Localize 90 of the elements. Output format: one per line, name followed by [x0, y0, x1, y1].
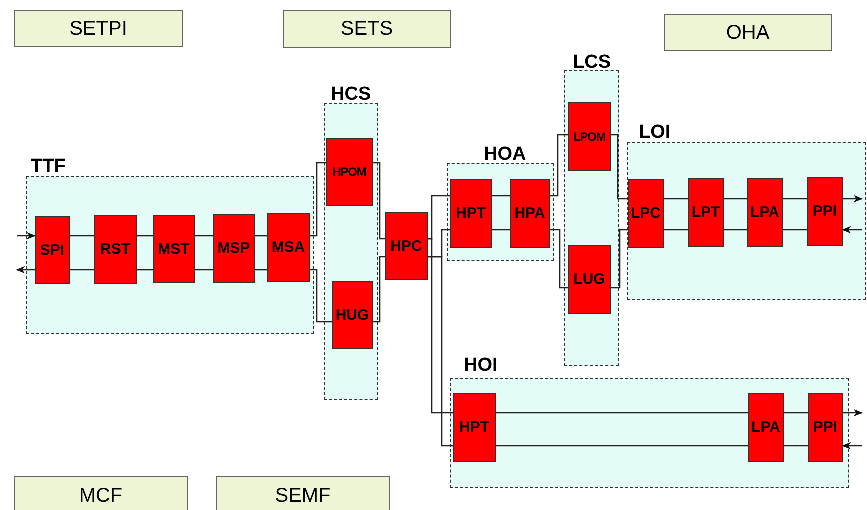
label-box — [283, 10, 451, 48]
arrow — [842, 442, 862, 450]
function-block — [153, 215, 195, 283]
function-block — [628, 179, 664, 248]
group-heading: TTF — [31, 157, 66, 176]
block-label: LPT — [692, 205, 720, 220]
function-block — [385, 212, 428, 280]
function-block — [748, 393, 784, 462]
block-label: HPT — [460, 420, 490, 435]
block-label: LPA — [752, 420, 780, 435]
connector-line — [373, 256, 385, 323]
connector-line — [492, 229, 510, 231]
function-block — [510, 179, 550, 248]
block-label: MSA — [272, 240, 306, 255]
arrow — [843, 409, 863, 417]
connector-line — [310, 269, 332, 323]
function-block — [568, 102, 611, 171]
connector-line — [550, 134, 568, 197]
box-label: SEMF — [275, 486, 331, 506]
connector-line — [373, 162, 385, 240]
connector-line — [664, 229, 688, 231]
block-label: HPA — [514, 206, 546, 221]
block-label: MSP — [218, 241, 250, 256]
connector-line — [428, 238, 453, 414]
function-block — [450, 179, 492, 248]
connector-line — [70, 235, 94, 237]
block-label: SPI — [40, 242, 65, 258]
connector-line — [492, 195, 510, 197]
connector-line — [550, 229, 568, 289]
function-block — [35, 216, 70, 284]
group-heading: HCS — [331, 85, 372, 104]
arrow — [16, 266, 35, 274]
label-box — [14, 476, 188, 510]
block-label: RST — [100, 242, 130, 257]
connector-line — [195, 235, 213, 237]
connector-line — [310, 162, 326, 237]
connector-line — [724, 198, 747, 200]
block-label: HUG — [336, 308, 370, 322]
block-label: HPT — [456, 206, 486, 221]
connector-line — [137, 269, 153, 271]
box-label: OHA — [726, 22, 770, 42]
box-label: MCF — [79, 486, 123, 506]
arrow — [843, 195, 863, 203]
label-box — [14, 10, 183, 47]
function-block — [568, 245, 611, 314]
group-heading: HOI — [464, 356, 498, 375]
block-label: PPI — [813, 420, 838, 435]
connector-line — [255, 235, 267, 237]
connector-line — [255, 269, 267, 271]
connector-line — [496, 445, 748, 447]
group-heading: LCS — [573, 53, 611, 72]
function-block — [326, 138, 373, 206]
connector-line — [137, 235, 153, 237]
connector-line — [784, 445, 808, 447]
connector-line — [70, 269, 94, 271]
group-heading: LOI — [639, 123, 671, 142]
box-label: SETS — [340, 19, 394, 39]
block-label: LPC — [631, 206, 661, 221]
function-block — [807, 177, 843, 246]
box-label: SETPI — [70, 18, 128, 38]
connector-line — [611, 134, 628, 200]
block-label: HPOM — [332, 166, 366, 178]
connector-line — [428, 256, 453, 447]
function-block — [267, 213, 310, 282]
function-block — [808, 393, 843, 462]
arrow — [842, 226, 862, 234]
label-box — [664, 14, 832, 51]
connector-line — [195, 269, 213, 271]
connector-line — [724, 229, 747, 231]
block-label: LPA — [750, 205, 780, 220]
block-label: PPI — [812, 204, 838, 219]
block-label: LPOM — [573, 130, 606, 142]
connector-line — [611, 229, 628, 289]
function-block — [453, 393, 496, 462]
block-label: HPC — [390, 238, 422, 254]
function-block — [332, 281, 373, 349]
connector-line — [783, 229, 807, 231]
connector-line — [784, 412, 808, 414]
connector-line — [496, 412, 748, 414]
arrow — [17, 232, 36, 240]
function-block — [747, 178, 783, 247]
connector-line — [783, 198, 807, 200]
function-block — [94, 215, 137, 284]
block-label: LUG — [574, 272, 606, 287]
connector-line — [664, 198, 688, 200]
function-block — [213, 214, 255, 283]
label-box — [216, 476, 390, 510]
block-label: MST — [158, 242, 190, 256]
function-block — [688, 178, 724, 247]
group-heading: HOA — [484, 145, 526, 164]
